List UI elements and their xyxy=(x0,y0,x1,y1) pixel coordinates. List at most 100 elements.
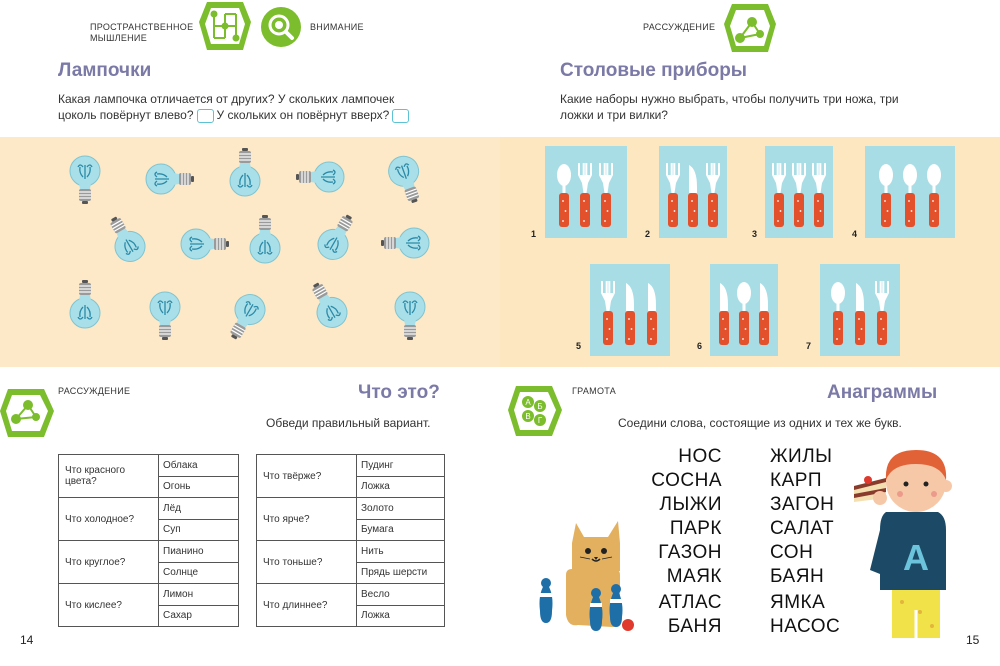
strawberry-icon xyxy=(622,619,634,631)
card-num-3: 3 xyxy=(752,229,758,239)
answer-option[interactable]: Огонь xyxy=(158,475,239,498)
bowling-pin-middle xyxy=(589,588,603,631)
question-cell: Что ярче? xyxy=(256,497,357,541)
category-label-literacy: ГРАМОТА xyxy=(572,386,617,396)
category-label-reasoning-top: РАССУЖДЕНИЕ xyxy=(643,22,716,32)
question-cell: Что твёрже? xyxy=(256,454,357,498)
question-cell: Что тоньше? xyxy=(256,540,357,584)
cutlery-question: Какие наборы нужно выбрать, чтобы получи… xyxy=(560,92,899,122)
cutlery-card-3[interactable] xyxy=(765,146,833,238)
svg-text:Г: Г xyxy=(538,416,543,425)
anagram-word[interactable]: АТЛАС xyxy=(658,592,722,613)
anagram-word[interactable]: БАНЯ xyxy=(667,616,722,637)
anagram-word[interactable]: НАСОС xyxy=(770,616,841,637)
answer-option[interactable]: Золото xyxy=(356,497,445,520)
bulb-6 xyxy=(99,209,152,268)
category-label-spatial: ПРОСТРАНСТВЕННОЕ МЫШЛЕНИЕ xyxy=(90,22,194,43)
answer-box-left[interactable] xyxy=(196,108,214,123)
reasoning-icon-top xyxy=(724,4,776,52)
anagram-word[interactable]: ЗАГОН xyxy=(770,494,835,515)
anagram-word[interactable]: НОС xyxy=(678,446,722,467)
question-table-2: Что твёрже?Пудинг Ложка Что ярче?Золото … xyxy=(256,454,445,627)
card-num-6: 6 xyxy=(697,341,703,351)
svg-text:А: А xyxy=(903,537,929,578)
question-table-1: Что красного цвета?Облака Огонь Что холо… xyxy=(58,454,239,627)
bulb-9 xyxy=(311,207,364,266)
answer-option[interactable]: Бумага xyxy=(356,518,445,541)
answer-option[interactable]: Лимон xyxy=(158,583,239,606)
bulb-5 xyxy=(383,151,430,209)
cutlery-card-1[interactable] xyxy=(545,146,627,238)
bulb-10 xyxy=(380,227,430,259)
anagram-word[interactable]: ПАРК xyxy=(669,518,722,539)
bulb-14 xyxy=(301,275,354,334)
answer-option[interactable]: Пианино xyxy=(158,540,239,563)
bulb-12 xyxy=(149,291,181,341)
question-cell: Что красного цвета? xyxy=(58,454,159,498)
category-label-attention: ВНИМАНИЕ xyxy=(310,22,364,32)
answer-option[interactable]: Ложка xyxy=(356,604,445,627)
bulb-3 xyxy=(229,147,261,197)
literacy-abc-icon: А Б В Г xyxy=(508,386,562,436)
bulb-15 xyxy=(394,291,426,341)
answer-option[interactable]: Лёд xyxy=(158,497,239,520)
cutlery-title: Столовые приборы xyxy=(560,60,748,81)
card-num-1: 1 xyxy=(531,229,537,239)
spatial-thinking-icon xyxy=(199,2,251,50)
question-cell: Что кислее? xyxy=(58,583,159,627)
answer-option[interactable]: Весло xyxy=(356,583,445,606)
cutlery-card-2[interactable] xyxy=(659,146,727,238)
question-cell: Что длиннее? xyxy=(256,583,357,627)
card-num-2: 2 xyxy=(645,229,651,239)
anagram-word[interactable]: БАЯН xyxy=(770,566,825,587)
svg-text:Б: Б xyxy=(537,402,542,411)
answer-option[interactable]: Ложка xyxy=(356,475,445,498)
page-number-right: 15 xyxy=(966,633,980,647)
boy-illustration: А xyxy=(854,450,952,638)
answer-option[interactable]: Прядь шерсти xyxy=(356,561,445,584)
anagrams-instruction: Соедини слова, состоящие из одних и тех … xyxy=(618,416,902,430)
svg-text:А: А xyxy=(525,398,531,407)
bulb-11 xyxy=(69,279,101,329)
answer-box-up[interactable] xyxy=(392,108,410,123)
bulb-4 xyxy=(295,161,345,193)
anagram-word[interactable]: САЛАТ xyxy=(770,518,835,539)
bulbs-title: Лампочки xyxy=(58,60,152,81)
card-num-4: 4 xyxy=(852,229,858,239)
attention-magnifier-icon xyxy=(261,7,301,47)
question-cell: Что круглое? xyxy=(58,540,159,584)
anagram-word[interactable]: ЯМКА xyxy=(770,592,826,613)
anagram-word[interactable]: КАРП xyxy=(770,470,823,491)
bulb-7 xyxy=(180,228,230,260)
bulbs-question: Какая лампочка отличается от других? У с… xyxy=(58,91,442,123)
bowling-pin-right xyxy=(609,584,623,627)
answer-option[interactable]: Облака xyxy=(158,454,239,477)
anagram-word[interactable]: СОН xyxy=(770,542,814,563)
bulbs-grid xyxy=(69,147,430,347)
card-num-7: 7 xyxy=(806,341,812,351)
answer-option[interactable]: Солнце xyxy=(158,561,239,584)
reasoning-icon-bottom xyxy=(0,389,54,437)
page-number-left: 14 xyxy=(20,633,34,647)
anagram-word[interactable]: МАЯК xyxy=(666,566,722,587)
answer-option[interactable]: Сахар xyxy=(158,604,239,627)
bulb-2 xyxy=(145,163,195,195)
anagrams-title: Анаграммы xyxy=(827,382,938,403)
svg-text:В: В xyxy=(525,412,530,421)
bulb-1 xyxy=(69,155,101,205)
cutlery-card-5[interactable] xyxy=(590,264,670,356)
what-is-it-title: Что это? xyxy=(358,382,440,403)
answer-option[interactable]: Нить xyxy=(356,540,445,563)
bulb-13 xyxy=(219,288,272,347)
category-label-reasoning-bottom: РАССУЖДЕНИЕ xyxy=(58,386,131,396)
answer-option[interactable]: Пудинг xyxy=(356,454,445,477)
cutlery-card-4[interactable] xyxy=(865,146,955,238)
anagram-word[interactable]: ЛЫЖИ xyxy=(659,494,722,515)
anagram-word[interactable]: СОСНА xyxy=(651,470,722,491)
answer-option[interactable]: Суп xyxy=(158,518,239,541)
anagram-word[interactable]: ЖИЛЫ xyxy=(770,446,833,467)
anagram-word[interactable]: ГАЗОН xyxy=(658,542,722,563)
bowling-pin-left xyxy=(539,578,553,623)
cutlery-card-7[interactable] xyxy=(820,264,900,356)
cutlery-card-6[interactable] xyxy=(710,264,778,356)
